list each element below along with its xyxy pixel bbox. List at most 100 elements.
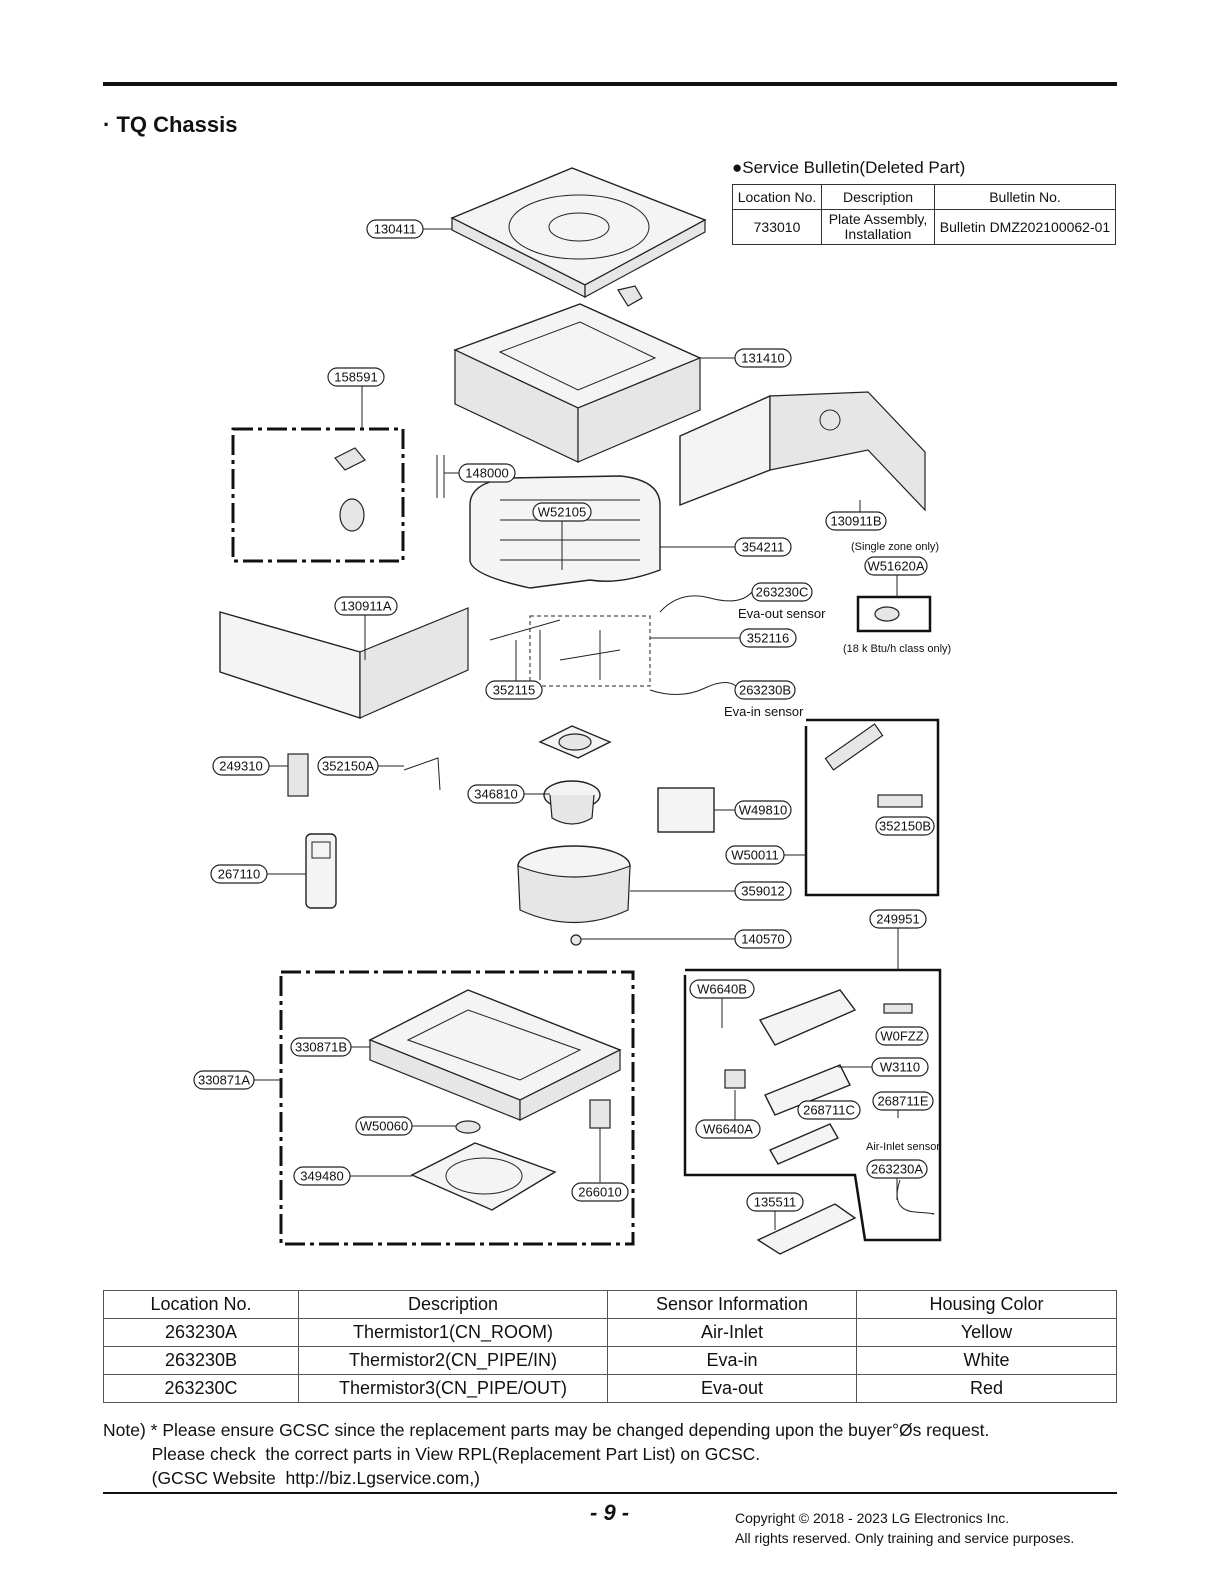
svg-text:346810: 346810: [474, 787, 517, 802]
part-bottom-cover: [756, 1203, 857, 1255]
part-turbo-fan: [517, 845, 631, 923]
service-bulletin-title: ●Service Bulletin(Deleted Part): [732, 158, 966, 177]
callout-349480: 349480: [293, 1166, 351, 1186]
callout-131410: 131410: [734, 348, 792, 368]
table-row: 263230C Thermistor3(CN_PIPE/OUT) Eva-out…: [103, 1374, 1117, 1403]
part-housing: [453, 303, 702, 463]
svg-text:352150A: 352150A: [322, 759, 374, 774]
part-drain-pipe: [403, 757, 441, 791]
callout-354211: 354211: [734, 537, 792, 557]
svg-text:130411: 130411: [374, 222, 416, 237]
callout-330871b: 330871B: [290, 1037, 352, 1057]
svg-text:330871B: 330871B: [295, 1040, 347, 1055]
part-connector-w6640a: [724, 1069, 746, 1089]
callout-w51620a: W51620A: [864, 556, 928, 576]
svg-text:130911B: 130911B: [830, 514, 881, 529]
callout-263230b: 263230B: [734, 680, 796, 700]
callout-w52105: W52105: [532, 502, 592, 522]
caption-eva-out: Eva-out sensor: [738, 606, 826, 621]
section-title: · TQ Chassis: [103, 112, 238, 137]
callout-140570: 140570: [734, 929, 792, 949]
callout-w6640a: W6640A: [695, 1119, 761, 1139]
group-box-330871A: [279, 970, 635, 1246]
part-terminal-cover: [769, 1123, 839, 1165]
callout-346810: 346810: [467, 784, 525, 804]
caption-btu-class: (18 k Btu/h class only): [843, 643, 951, 655]
sb-header-bulletin: Bulletin No.: [934, 184, 1116, 210]
caption-air-inlet: Air-Inlet sensor: [866, 1141, 940, 1153]
part-control-cover: [758, 989, 857, 1046]
table-row: 263230A Thermistor1(CN_ROOM) Air-Inlet Y…: [103, 1318, 1117, 1347]
sensor-table-header: Location No. Description Sensor Informat…: [103, 1290, 1117, 1319]
svg-text:249310: 249310: [219, 759, 262, 774]
wire-eva-out: [659, 591, 753, 613]
part-control-bracket: [287, 753, 309, 797]
top-rule: [103, 82, 1117, 86]
callout-266010: 266010: [571, 1182, 629, 1202]
part-fan-motor: [543, 780, 601, 825]
callout-w49810: W49810: [734, 800, 792, 820]
svg-text:267110: 267110: [218, 867, 260, 882]
svg-text:266010: 266010: [578, 1185, 621, 1200]
svg-text:W6640B: W6640B: [697, 982, 747, 997]
svg-text:263230A: 263230A: [871, 1162, 923, 1177]
leader-lines: [254, 228, 899, 1230]
callout-263230c: 263230C: [751, 582, 813, 602]
callout-330871a: 330871A: [193, 1070, 255, 1090]
part-bracket-small: [617, 285, 643, 307]
sb-cell-description: Plate Assembly,Installation: [821, 209, 935, 245]
callout-130911b: 130911B: [825, 511, 887, 531]
svg-text:263230C: 263230C: [756, 585, 809, 600]
callout-267110: 267110: [210, 864, 268, 884]
svg-text:W51620A: W51620A: [867, 559, 924, 574]
part-motor-mount: [538, 725, 612, 759]
bottom-rule: [103, 1492, 1117, 1494]
callout-130411: 130411: [366, 219, 424, 239]
callout-352150b: 352150B: [875, 816, 935, 836]
wire-eva-in: [649, 682, 741, 695]
svg-text:352115: 352115: [493, 683, 535, 698]
part-control-box: [657, 787, 715, 833]
part-fuse: [883, 1003, 913, 1014]
svg-text:352150B: 352150B: [879, 819, 931, 834]
callout-263230a: 263230A: [866, 1159, 928, 1179]
svg-text:135511: 135511: [754, 1195, 796, 1210]
part-insulation: [877, 794, 923, 808]
callout-268711e: 268711E: [872, 1091, 934, 1111]
callout-359012: 359012: [734, 881, 792, 901]
callout-268711c: 268711C: [797, 1100, 861, 1120]
note-text: Note) * Please ensure GCSC since the rep…: [103, 1420, 990, 1488]
callout-135511: 135511: [746, 1192, 804, 1212]
svg-text:268711E: 268711E: [877, 1094, 928, 1109]
sb-header-description: Description: [821, 184, 935, 210]
svg-text:W0FZZ: W0FZZ: [880, 1029, 923, 1044]
part-motor-266010: [589, 1099, 611, 1129]
svg-text:W49810: W49810: [739, 803, 787, 818]
svg-text:249951: 249951: [876, 912, 919, 927]
callout-249951: 249951: [869, 909, 927, 929]
caption-single-zone: (Single zone only): [851, 541, 939, 553]
callout-352116: 352116: [739, 628, 797, 648]
sb-header-location: Location No.: [732, 184, 822, 210]
copyright: Copyright © 2018 - 2023 LG Electronics I…: [735, 1510, 1075, 1546]
callout-w50011: W50011: [725, 845, 785, 865]
group-box-249951: [683, 968, 942, 1242]
page-number: - 9 -: [590, 1500, 630, 1525]
svg-text:352116: 352116: [747, 631, 789, 646]
svg-text:W50060: W50060: [360, 1119, 408, 1134]
table-row: 263230B Thermistor2(CN_PIPE/IN) Eva-in W…: [103, 1346, 1117, 1375]
svg-text:W52105: W52105: [538, 505, 586, 520]
sb-cell-bulletin: Bulletin DMZ202100062-01: [934, 209, 1116, 245]
part-washer: [570, 934, 582, 946]
svg-text:W50011: W50011: [731, 848, 778, 863]
group-box-158591: [231, 427, 405, 563]
service-bulletin-table: Location No. Description Bulletin No. 73…: [732, 184, 1116, 245]
sb-cell-location: 733010: [732, 209, 822, 245]
callout-148000: 148000: [458, 463, 516, 483]
part-top-plate: [450, 167, 707, 299]
part-pcb-bracket: [764, 1064, 851, 1116]
part-side-panel-b: [679, 391, 926, 512]
sensor-table: Location No. Description Sensor Informat…: [103, 1290, 1117, 1403]
kit-box-352150: [804, 718, 940, 897]
